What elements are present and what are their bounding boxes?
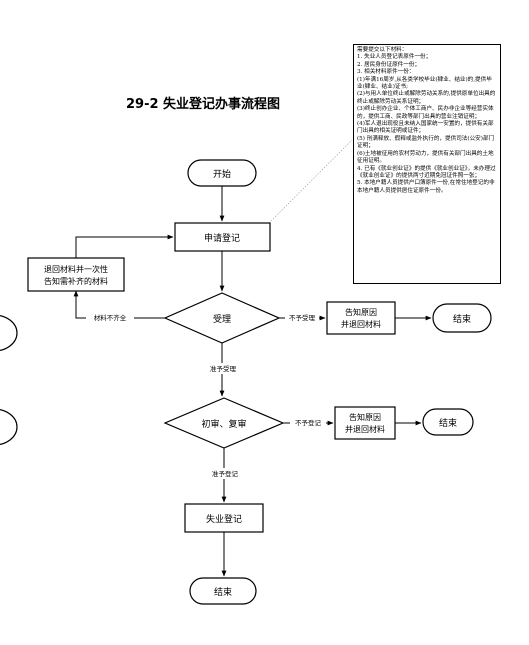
end1-label: 结束 (453, 313, 471, 325)
review-label: 初审、复审 (201, 418, 246, 430)
return-label-2: 告知需补齐的材料 (44, 276, 108, 286)
return-materials-node (27, 257, 125, 292)
accept-label: 受理 (213, 313, 231, 325)
required-materials-note: 需要提交以下材料： 1. 失业人员登记表原件一份； 2. 居民身份证原件一份； … (353, 44, 501, 284)
note-line: 1. 失业人员登记表原件一份； (357, 54, 432, 61)
edge-not-accept-label: 不予受理 (289, 313, 316, 322)
left-edge-circle-1 (0, 315, 18, 351)
end-node-2 (422, 408, 474, 436)
reject1-label-1: 告知原因 (345, 307, 377, 317)
left-edge-circle-2 (0, 409, 18, 445)
end-node-1 (432, 303, 492, 333)
return-label-1: 退回材料并一次性 (44, 264, 108, 274)
note-line: 5. 本地户籍人员提供户口簿原件一份,在常住地登记的非本地户籍人员提供居住证原件… (357, 180, 495, 194)
note-leader (253, 139, 353, 239)
note-line: (4)军人退出现役且未纳入国家统一安置的，提供有关部门出具的相关证明或证件； (357, 121, 494, 135)
reject-node-2 (334, 406, 396, 440)
edge-accept-ok-label: 准予受理 (210, 364, 237, 373)
note-line: (5) 刑满释放、假释或监外执行的，提供司法(公安)部门证明； (357, 135, 495, 150)
reject1-label-2: 并退回材料 (341, 319, 381, 329)
page-title: 29-2 失业登记办事流程图 (126, 96, 280, 112)
note-line: 2. 居民身份证原件一份； (357, 61, 421, 68)
note-line: (6)土地被征用的农村劳动力，提供有关部门出具的土地征用证明。 (357, 150, 494, 165)
end2-label: 结束 (439, 417, 457, 429)
note-line: (2)与用人单位终止或解除劳动关系的,提供原单位出具的终止或解除劳动关系证明； (357, 91, 496, 105)
edge-incomplete-label: 材料不齐全 (94, 313, 127, 322)
note-line: 3. 相关材料原件一份： (357, 69, 415, 76)
reject2-label-2: 并退回材料 (345, 424, 385, 434)
end-node-3 (189, 577, 257, 605)
note-line: (3)终止创办企业、个体工商户、民办非企业等经营实体的，提供工商、民政等部门出具… (357, 106, 494, 120)
edge-not-register-label: 不予登记 (295, 418, 322, 427)
note-line: (1)年满16周岁,从各类学校毕业(肄业、结业)的,提供毕业(肄业、结业)证书; (357, 76, 492, 91)
edge-return-apply (75, 234, 174, 258)
apply-label: 申请登记 (204, 232, 240, 244)
register-label: 失业登记 (206, 513, 242, 525)
end3-label: 结束 (214, 586, 232, 598)
edge-register-ok-label: 准予登记 (212, 469, 239, 478)
reject-node-1 (326, 301, 396, 335)
edge-incomplete (73, 290, 165, 319)
reject2-label-1: 告知原因 (349, 412, 381, 422)
start-label: 开始 (213, 168, 231, 180)
note-line: 4. 已有《就业创业证》的提供《就业创业证》，未办理过《就业创业证》的提供两寸近… (357, 165, 496, 179)
note-line: 需要提交以下材料： (357, 47, 408, 53)
